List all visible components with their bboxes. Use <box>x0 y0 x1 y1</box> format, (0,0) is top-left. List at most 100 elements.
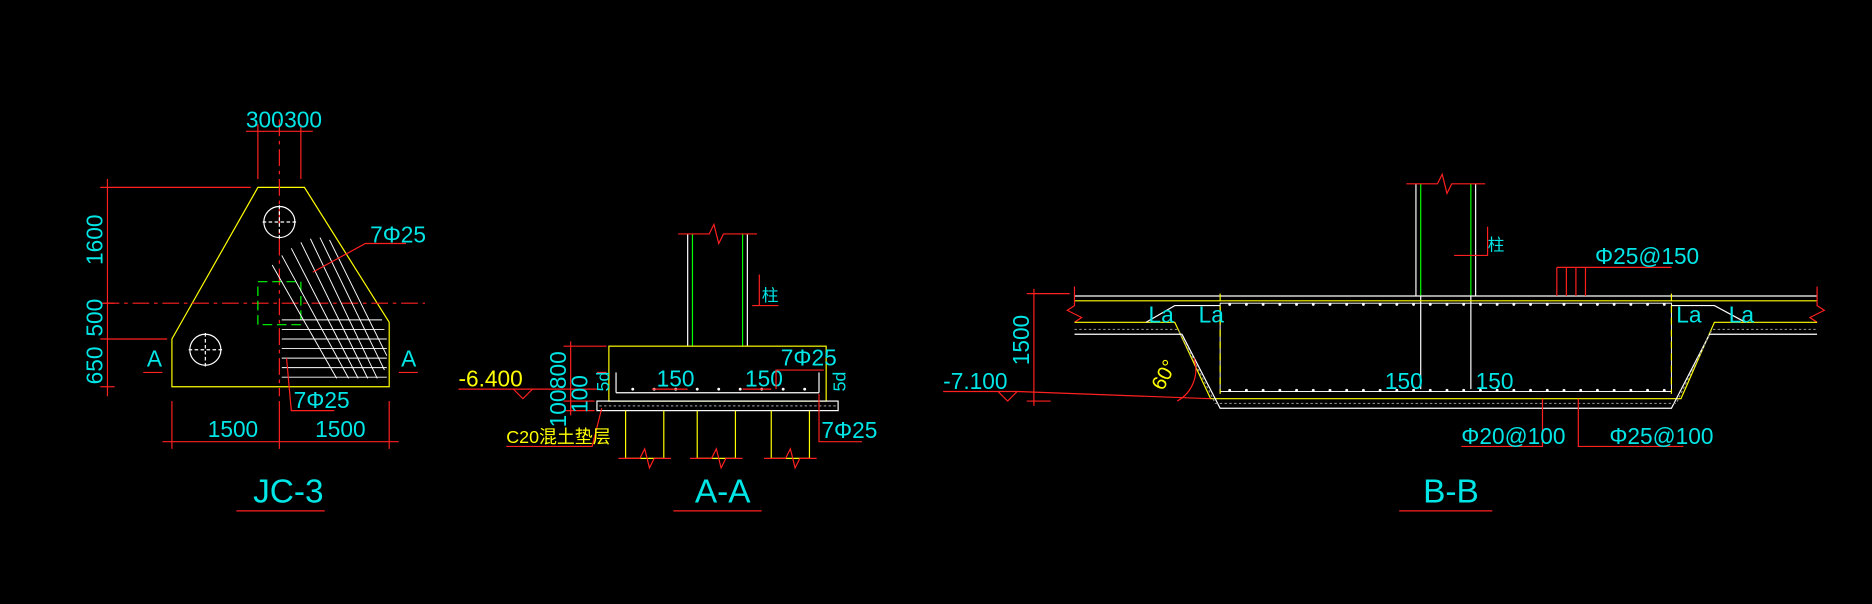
jc3-dim-bottom-right: 1500 <box>315 416 365 442</box>
bb-cushion-hatch <box>1074 328 1818 405</box>
bb-dim-height-label: 1500 <box>1008 315 1034 365</box>
bb-la-4: La <box>1729 301 1755 327</box>
bb-elevation-line <box>1017 390 1211 400</box>
aa-elevation: -6.400 <box>458 366 522 392</box>
rebar-dot <box>1345 302 1349 306</box>
aa-cushion-leader <box>506 408 603 448</box>
jc3-dim-top-left: 300 <box>246 107 284 133</box>
aa-dim-5d-right: 5d <box>829 372 849 392</box>
rebar-dot <box>1428 302 1432 306</box>
jc3-dim-left-650: 650 <box>82 347 108 385</box>
rebar-dot <box>1646 388 1649 392</box>
aa-dim-vertical <box>563 341 607 416</box>
aa-column-label: 柱 <box>762 286 779 305</box>
pile-circle-top <box>262 205 297 239</box>
jc3-leader-top <box>312 242 406 273</box>
rebar-dot <box>1462 388 1466 392</box>
bb-angle-arc <box>1176 357 1197 402</box>
bb-elevation-marker <box>943 390 1019 402</box>
aa-dim-100a: 100 <box>545 390 571 428</box>
bb-break-right <box>1808 286 1826 323</box>
rebar-dot <box>1278 388 1282 392</box>
bb-rebar-top: Φ25@150 <box>1595 243 1699 269</box>
jc3-dim-top <box>245 124 313 180</box>
bb-rebar-top-marker <box>1556 266 1672 297</box>
jc3-dim-left <box>100 179 251 397</box>
bb-rebar-bottom-right: Φ25@100 <box>1609 423 1713 449</box>
aa-rebar-top: 7Φ25 <box>781 344 837 370</box>
jc3-dim-top-right: 300 <box>284 107 322 133</box>
bb-mat-bottom <box>1074 333 1818 409</box>
jc3-dim-left-500: 500 <box>82 299 108 337</box>
jc3-plan: 300 300 1600 500 650 1500 1500 7Φ25 7Φ25… <box>82 107 426 512</box>
bb-mat-outline <box>1074 321 1818 400</box>
bb-rebar-leader-br <box>1577 398 1684 448</box>
rebar-dot <box>1562 302 1566 306</box>
aa-dim-800: 800 <box>545 351 571 389</box>
aa-column <box>678 222 757 347</box>
rebar-dot <box>1529 302 1532 306</box>
rebar-dot <box>1295 302 1298 306</box>
bb-column-label: 柱 <box>1488 236 1505 255</box>
rebar-dot <box>1328 302 1332 306</box>
rebar-dot <box>1412 302 1415 306</box>
section-mark-left: A <box>147 345 163 371</box>
rebar-dot <box>1612 302 1616 306</box>
rebar-dot <box>1512 388 1516 392</box>
jc3-rebar-label-bottom: 7Φ25 <box>294 387 350 413</box>
rebar-dot <box>1428 388 1432 392</box>
rebar-dot <box>1662 388 1666 392</box>
jc3-rebar-horizontal <box>281 319 387 378</box>
aa-title: A-A <box>695 474 751 511</box>
rebar-dot <box>1579 302 1583 306</box>
bb-rebar-leader-bl <box>1461 398 1544 448</box>
rebar-dot <box>1612 388 1616 392</box>
rebar-dot <box>1562 388 1566 392</box>
rebar-dot <box>1311 388 1315 392</box>
rebar-dot <box>1629 388 1633 392</box>
rebar-dot <box>1261 388 1265 392</box>
rebar-dot <box>1646 302 1649 306</box>
rebar-dot <box>1328 388 1332 392</box>
jc3-column <box>257 281 302 326</box>
rebar-dot <box>1412 388 1415 392</box>
rebar-dot <box>1311 302 1315 306</box>
aa-elevation-marker <box>458 388 534 400</box>
bb-section: 柱 La La La La -7.100 <box>943 172 1826 512</box>
jc3-outline <box>171 186 390 388</box>
bb-cover-left: 150 <box>1385 368 1423 394</box>
rebar-dot <box>1512 302 1516 306</box>
rebar-dot <box>1261 302 1265 306</box>
rebar-dot <box>1395 388 1399 392</box>
rebar-dot <box>1295 388 1298 392</box>
aa-cover-left: 150 <box>657 366 695 392</box>
pile-circle-left <box>188 333 223 367</box>
rebar-dot <box>1278 302 1282 306</box>
rebar-dot <box>1529 388 1532 392</box>
bb-title: B-B <box>1423 474 1479 511</box>
aa-section: 柱 -6.400 <box>458 222 877 512</box>
rebar-dot <box>1662 302 1666 306</box>
bb-rebar-bottom-left: Φ20@100 <box>1461 423 1565 449</box>
aa-rebar-leader-bottom <box>818 393 862 443</box>
bb-elevation: -7.100 <box>943 368 1007 394</box>
bb-la-1: La <box>1149 301 1175 327</box>
rebar-dot <box>1361 302 1365 306</box>
aa-rebar-bottom: 7Φ25 <box>821 417 877 443</box>
bb-column-leader <box>1454 226 1489 257</box>
rebar-dot <box>1244 302 1248 306</box>
rebar-dot <box>1595 302 1599 306</box>
rebar-dot <box>1378 302 1382 306</box>
jc3-rebar-label-top: 7Φ25 <box>370 221 426 247</box>
aa-dim-5d-left: 5d <box>593 372 613 392</box>
bb-la-2: La <box>1199 301 1225 327</box>
jc3-leader-bottom <box>285 358 335 412</box>
jc3-dim-left-1600: 1600 <box>82 215 108 265</box>
rebar-dot <box>1545 302 1549 306</box>
rebar-dot <box>1495 302 1499 306</box>
aa-cushion <box>596 400 839 412</box>
rebar-dot <box>1478 388 1482 392</box>
rebar-dot <box>1478 302 1482 306</box>
rebar-dot <box>1595 388 1599 392</box>
bb-dim-height <box>1026 288 1070 406</box>
